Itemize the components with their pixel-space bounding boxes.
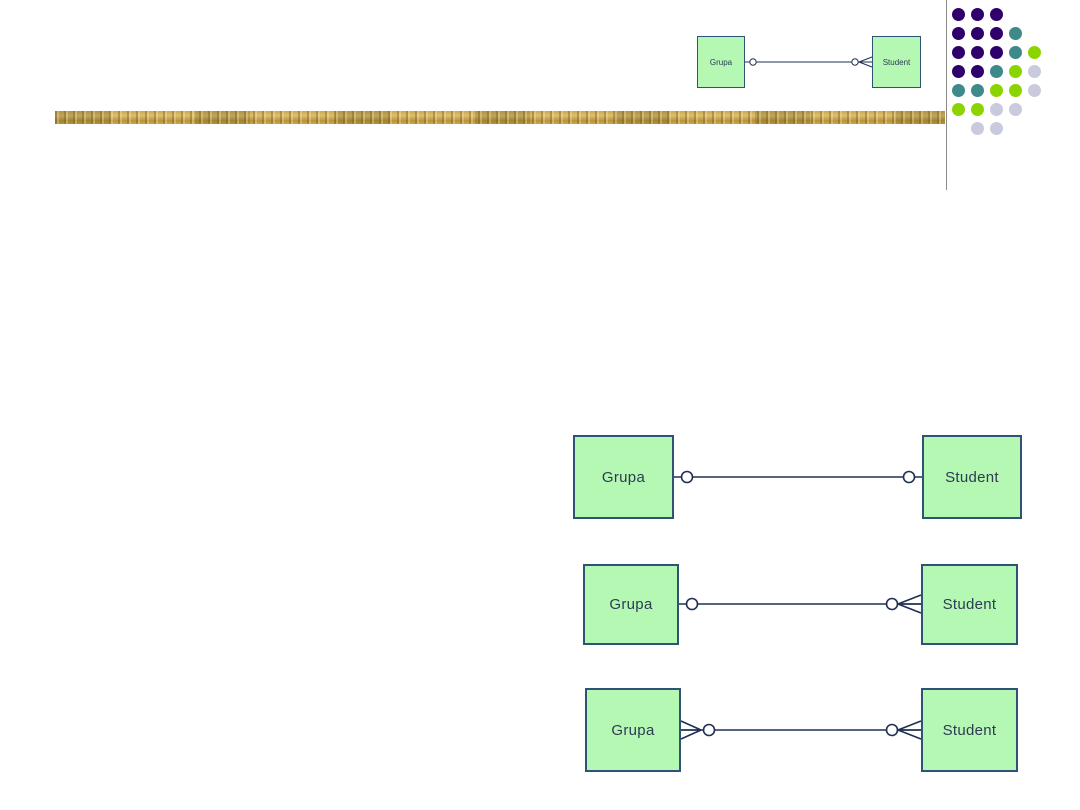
connector-one-to-many <box>679 594 922 614</box>
light-dot-icon <box>1028 65 1041 78</box>
entity-box-student-1: Student <box>922 435 1022 519</box>
green-dot-icon <box>1009 84 1022 97</box>
light-dot-icon <box>1009 103 1022 116</box>
vertical-divider-line <box>946 0 947 190</box>
entity-label: Grupa <box>601 468 646 486</box>
crow-foot-icon <box>680 720 702 740</box>
connector-one-to-one <box>674 470 922 484</box>
entity-label: Student <box>942 721 997 739</box>
green-dot-icon <box>971 103 984 116</box>
dot-grid <box>952 8 1041 141</box>
entity-label: Grupa <box>609 596 653 613</box>
optional-circle-icon <box>685 597 699 611</box>
crow-foot-icon <box>897 594 922 614</box>
mini-entity-box-student: Student <box>872 36 921 88</box>
mini-entity-box-grupa: Grupa <box>697 36 745 88</box>
teal-dot-icon <box>990 65 1003 78</box>
mini-connector-one-to-many <box>745 56 873 68</box>
purple-dot-icon <box>971 46 984 59</box>
connector-many-to-many <box>680 720 922 740</box>
optional-circle-icon <box>680 470 694 484</box>
entity-box-student-3: Student <box>921 688 1018 772</box>
entity-label: Grupa <box>709 57 733 67</box>
light-dot-icon <box>990 122 1003 135</box>
light-dot-icon <box>990 103 1003 116</box>
entity-label: Student <box>942 596 997 613</box>
entity-label: Student <box>882 57 911 67</box>
purple-dot-icon <box>990 8 1003 21</box>
teal-dot-icon <box>952 84 965 97</box>
gold-accent-bar <box>55 111 945 124</box>
entity-label: Student <box>945 468 999 486</box>
optional-circle-icon <box>702 723 716 737</box>
light-dot-icon <box>971 122 984 135</box>
optional-circle-icon <box>885 597 899 611</box>
purple-dot-icon <box>952 46 965 59</box>
entity-box-grupa-3: Grupa <box>585 688 681 772</box>
entity-label: Grupa <box>611 721 655 739</box>
purple-dot-icon <box>971 27 984 40</box>
crow-foot-icon <box>858 56 873 68</box>
entity-box-grupa-2: Grupa <box>583 564 679 645</box>
green-dot-icon <box>952 103 965 116</box>
teal-dot-icon <box>971 84 984 97</box>
teal-dot-icon <box>1009 27 1022 40</box>
crow-foot-icon <box>897 720 922 740</box>
optional-circle-icon <box>749 58 757 66</box>
optional-circle-icon <box>885 723 899 737</box>
entity-box-grupa-1: Grupa <box>573 435 674 519</box>
light-dot-icon <box>1028 84 1041 97</box>
teal-dot-icon <box>1009 46 1022 59</box>
purple-dot-icon <box>952 8 965 21</box>
optional-circle-icon <box>851 58 859 66</box>
entity-box-student-2: Student <box>921 564 1018 645</box>
purple-dot-icon <box>971 8 984 21</box>
green-dot-icon <box>990 84 1003 97</box>
purple-dot-icon <box>952 65 965 78</box>
green-dot-icon <box>1028 46 1041 59</box>
purple-dot-icon <box>952 27 965 40</box>
purple-dot-icon <box>990 27 1003 40</box>
optional-circle-icon <box>902 470 916 484</box>
purple-dot-icon <box>971 65 984 78</box>
purple-dot-icon <box>990 46 1003 59</box>
green-dot-icon <box>1009 65 1022 78</box>
